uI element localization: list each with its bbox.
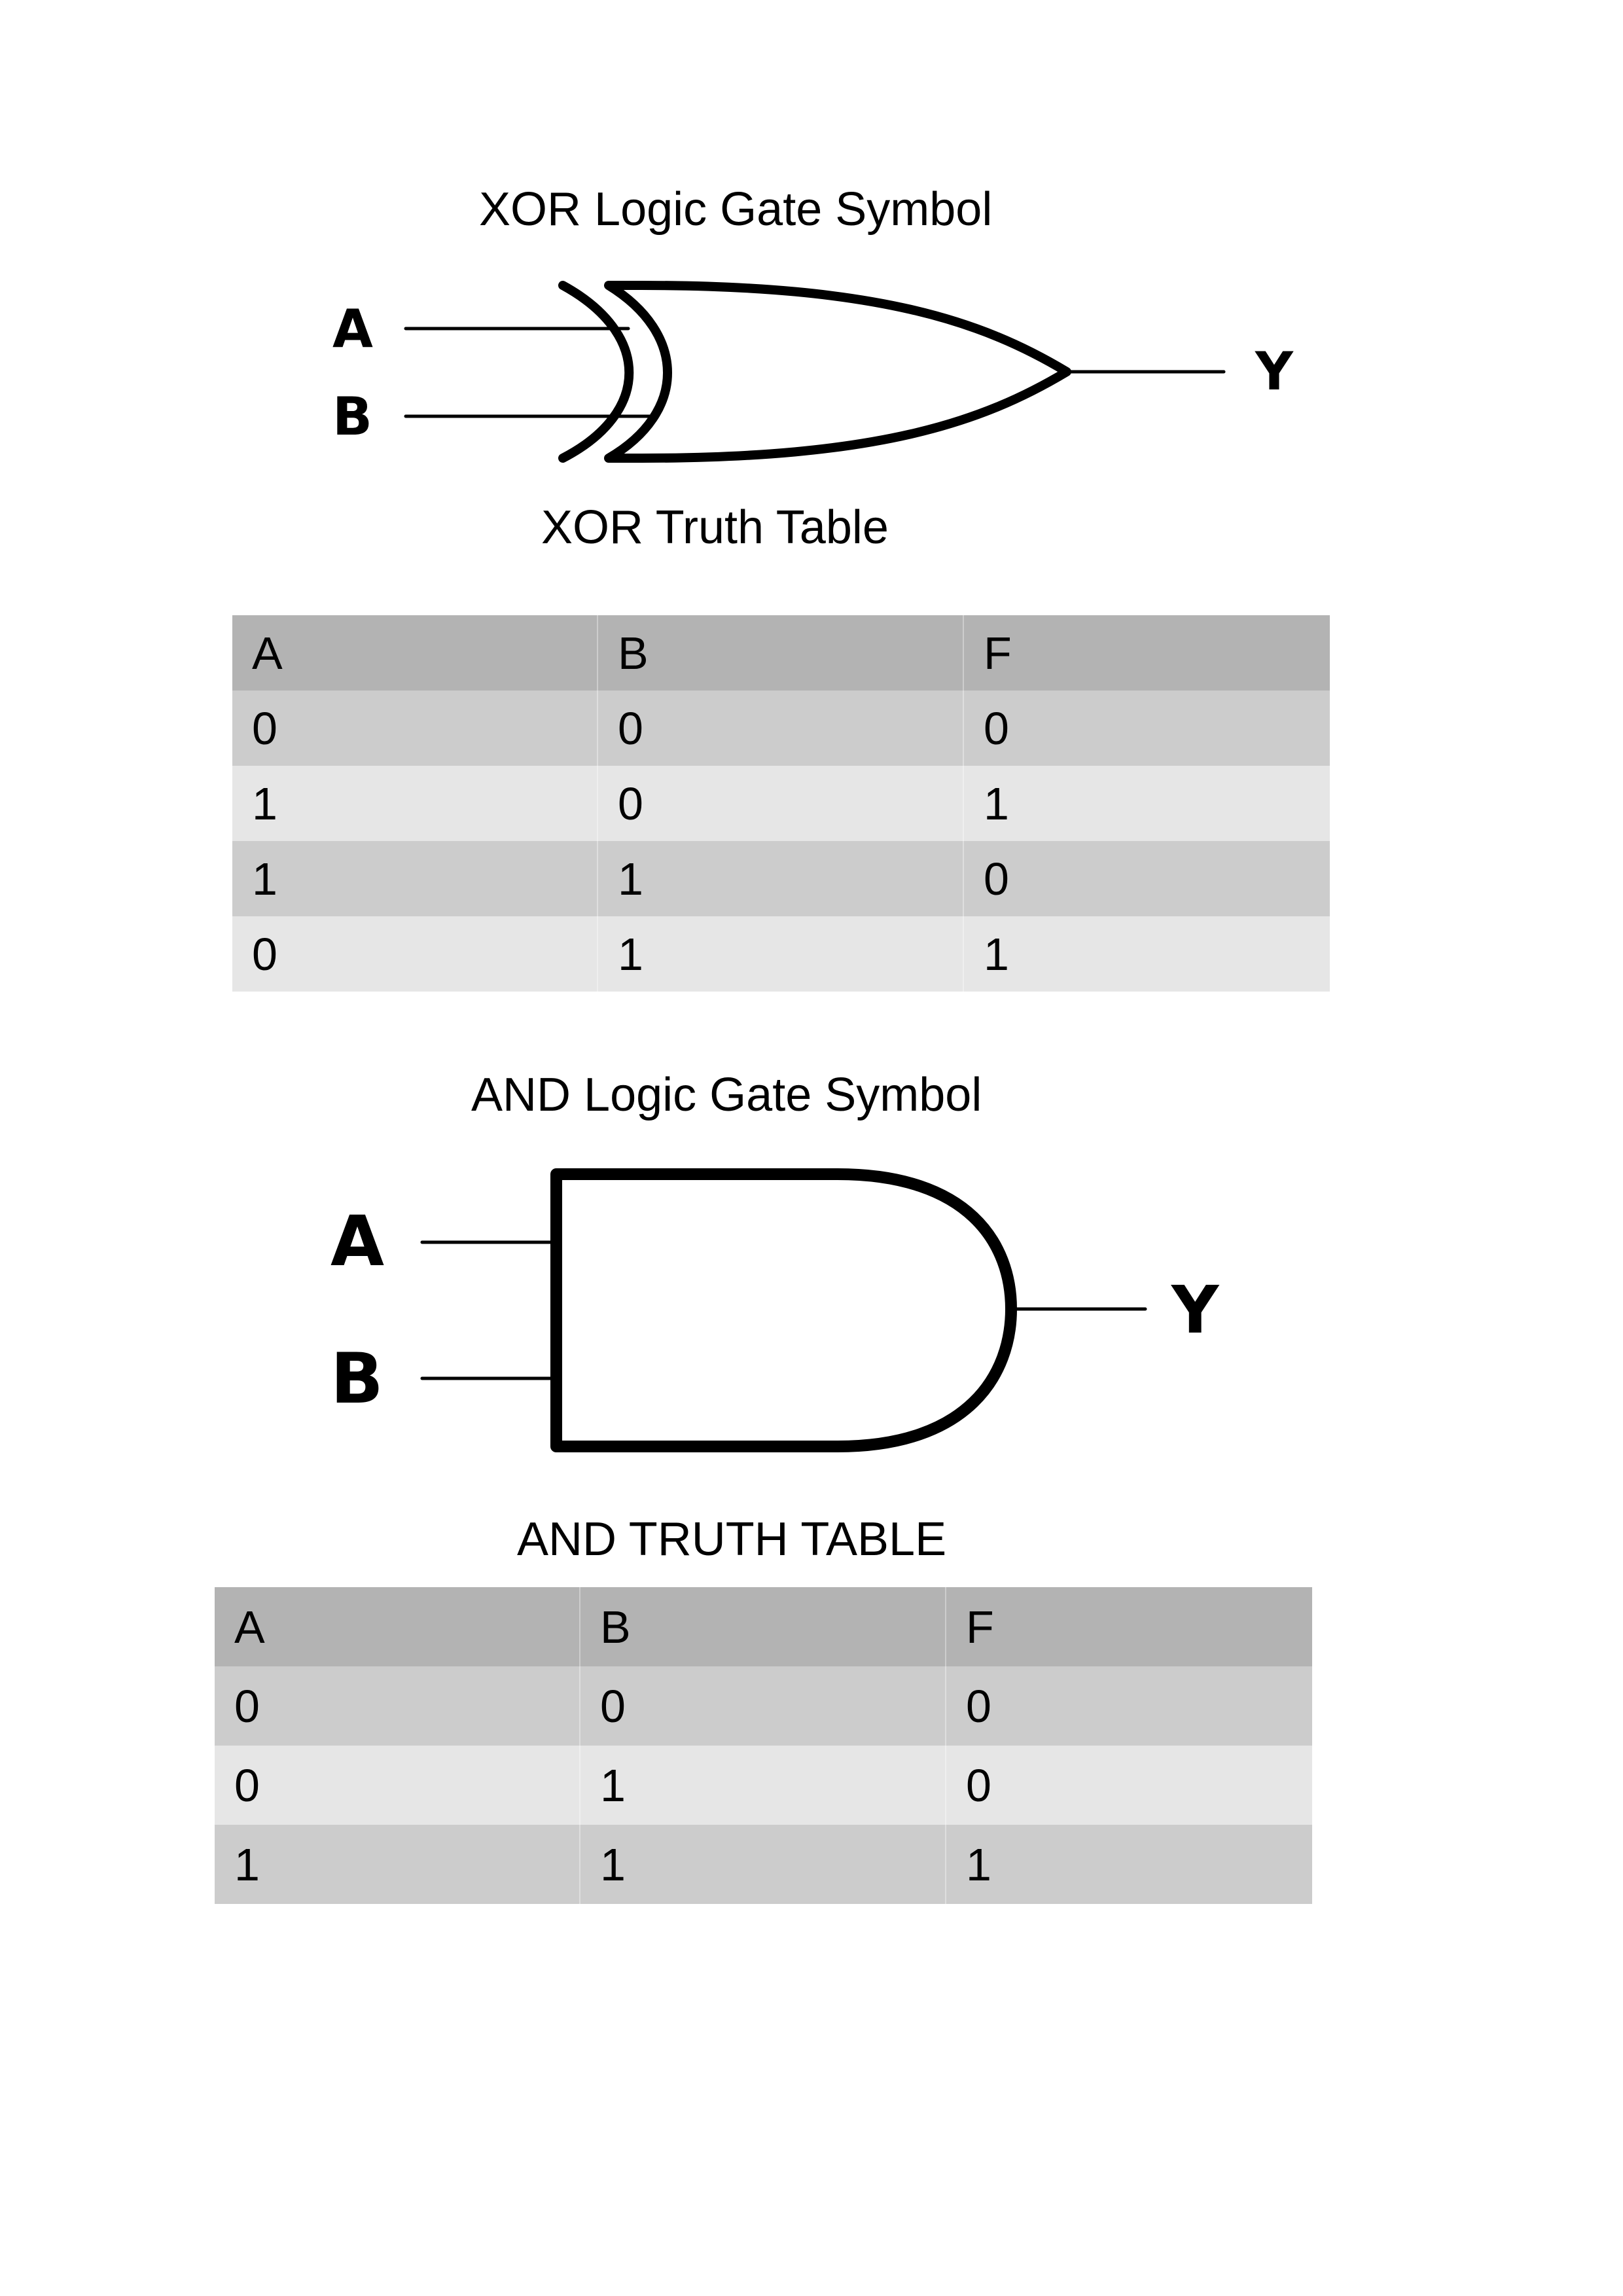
and-truth-table: A B F 0 0 0 0 1 0 1 1 1 [215,1587,1312,1904]
table-cell: 0 [598,766,964,841]
header-cell: B [598,615,964,691]
table-row: 0 0 0 [215,1666,1312,1746]
table-header-row: A B F [215,1587,1312,1666]
table-cell: 0 [964,841,1330,916]
xor-truth-table-title: XOR Truth Table [541,501,889,554]
header-cell: A [232,615,598,691]
table-row: 1 1 1 [215,1825,1312,1904]
header-cell: F [964,615,1330,691]
xor-input-a-label: A [332,298,373,359]
and-gate-symbol: A B Y [330,1168,1220,1452]
table-cell: 0 [215,1746,580,1825]
table-row: 1 1 0 [232,841,1330,916]
table-cell: 0 [580,1666,946,1746]
xor-gate-symbol: A B Y [332,281,1294,463]
xor-gate-title: XOR Logic Gate Symbol [479,183,993,236]
and-output-label: Y [1171,1272,1220,1348]
table-cell: 1 [598,841,964,916]
table-cell: 0 [946,1666,1312,1746]
xor-output-label: Y [1255,341,1294,402]
xor-input-arc [558,281,634,463]
table-row: 0 1 1 [232,916,1330,992]
table-cell: 0 [946,1746,1312,1825]
and-gate-title: AND Logic Gate Symbol [471,1069,982,1121]
table-cell: 1 [964,916,1330,992]
table-cell: 1 [232,841,598,916]
xor-gate-body [604,281,1071,463]
xor-input-b-label: B [332,386,372,447]
table-cell: 0 [215,1666,580,1746]
table-cell: 1 [946,1825,1312,1904]
table-row: 0 1 0 [215,1746,1312,1825]
table-row: 0 0 0 [232,691,1330,766]
table-cell: 1 [215,1825,580,1904]
header-cell: B [580,1587,946,1666]
table-cell: 0 [598,691,964,766]
table-row: 1 0 1 [232,766,1330,841]
table-cell: 0 [232,916,598,992]
table-cell: 1 [580,1746,946,1825]
header-cell: F [946,1587,1312,1666]
table-cell: 1 [964,766,1330,841]
table-cell: 0 [232,691,598,766]
and-gate-body [550,1168,1017,1452]
and-input-b-label: B [330,1338,383,1419]
header-cell: A [215,1587,580,1666]
xor-truth-table: A B F 0 0 0 1 0 1 1 1 0 0 1 [232,615,1330,992]
table-header-row: A B F [232,615,1330,691]
table-cell: 1 [580,1825,946,1904]
table-cell: 0 [964,691,1330,766]
table-cell: 1 [598,916,964,992]
and-input-a-label: A [330,1201,384,1282]
table-cell: 1 [232,766,598,841]
and-truth-table-title: AND TRUTH TABLE [517,1513,947,1566]
